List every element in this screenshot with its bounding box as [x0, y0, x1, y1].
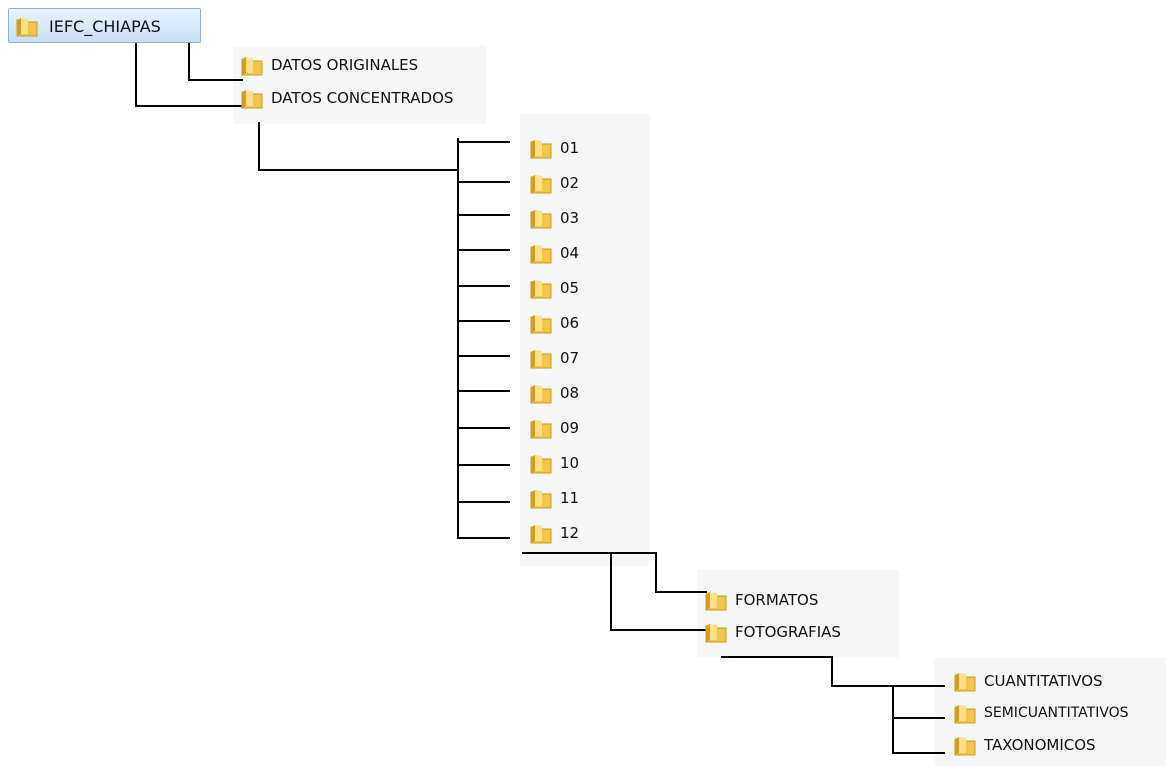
folder-icon	[705, 623, 727, 642]
folder-icon	[530, 454, 552, 473]
folder-month-07[interactable]: 07	[530, 345, 579, 371]
folder-label: FOTOGRAFIAS	[735, 623, 841, 641]
folder-label: 08	[560, 384, 580, 402]
folder-icon	[530, 244, 552, 263]
folder-fotografias[interactable]: FOTOGRAFIAS	[705, 619, 841, 645]
folder-label: DATOS ORIGINALES	[271, 56, 419, 74]
folder-icon	[530, 419, 552, 438]
folder-label: TAXONOMICOS	[984, 736, 1096, 754]
folder-month-10[interactable]: 10	[530, 450, 579, 476]
folder-label: 11	[560, 489, 580, 507]
folder-icon	[530, 349, 552, 368]
root-folder[interactable]: IEFC_CHIAPAS	[16, 13, 161, 39]
folder-icon	[530, 139, 552, 158]
folder-icon	[954, 736, 976, 755]
folder-icon	[954, 704, 976, 723]
folder-taxonomicos[interactable]: TAXONOMICOS	[954, 732, 1096, 758]
folder-icon	[530, 209, 552, 228]
folder-month-04[interactable]: 04	[530, 240, 579, 266]
folder-semicuantitativos[interactable]: SEMICUANTITATIVOS	[954, 700, 1129, 726]
folder-month-06[interactable]: 06	[530, 310, 579, 336]
folder-icon	[530, 314, 552, 333]
folder-icon	[530, 174, 552, 193]
folder-icon	[530, 489, 552, 508]
root-connectors	[135, 43, 243, 107]
folder-formatos[interactable]: FORMATOS	[705, 587, 818, 613]
folder-icon	[241, 89, 263, 108]
folder-month-02[interactable]: 02	[530, 170, 579, 196]
folder-label: 06	[560, 314, 580, 332]
folder-label: 02	[560, 174, 580, 192]
month-child-connectors	[522, 552, 707, 631]
folder-month-08[interactable]: 08	[530, 380, 579, 406]
month-branch-lines	[458, 141, 510, 539]
folder-label: 01	[560, 139, 580, 157]
level1-panel	[233, 46, 486, 124]
fotografias-connectors	[721, 656, 945, 754]
folder-label: 03	[560, 209, 580, 227]
folder-label: 10	[560, 454, 580, 472]
folder-datos-concentrados[interactable]: DATOS CONCENTRADOS	[241, 85, 453, 111]
folder-label: CUANTITATIVOS	[984, 672, 1103, 690]
folder-cuantitativos[interactable]: CUANTITATIVOS	[954, 668, 1103, 694]
folder-month-12[interactable]: 12	[530, 520, 579, 546]
month-children-panel	[697, 570, 899, 658]
folder-icon	[16, 17, 38, 36]
folder-month-05[interactable]: 05	[530, 275, 579, 301]
folder-icon	[530, 279, 552, 298]
folder-icon	[241, 56, 263, 75]
folder-label: 12	[560, 524, 580, 542]
folder-label: SEMICUANTITATIVOS	[984, 705, 1129, 721]
folder-label: 05	[560, 279, 580, 297]
folder-label: FORMATOS	[735, 591, 819, 609]
folder-label: 09	[560, 419, 580, 437]
folder-icon	[705, 591, 727, 610]
folder-label: 07	[560, 349, 580, 367]
root-folder-label: IEFC_CHIAPAS	[49, 16, 161, 36]
folder-label: DATOS CONCENTRADOS	[271, 89, 454, 107]
folder-month-03[interactable]: 03	[530, 205, 579, 231]
folder-icon	[530, 524, 552, 543]
root-folder-selected[interactable]	[8, 8, 201, 43]
datos-concentrados-connectors	[258, 122, 459, 539]
folder-datos-originales[interactable]: DATOS ORIGINALES	[241, 52, 418, 78]
folder-month-01[interactable]: 01	[530, 135, 579, 161]
folder-icon	[530, 384, 552, 403]
folder-label: 04	[560, 244, 580, 262]
folder-month-11[interactable]: 11	[530, 485, 579, 511]
folder-month-09[interactable]: 09	[530, 415, 579, 441]
folder-icon	[954, 672, 976, 691]
